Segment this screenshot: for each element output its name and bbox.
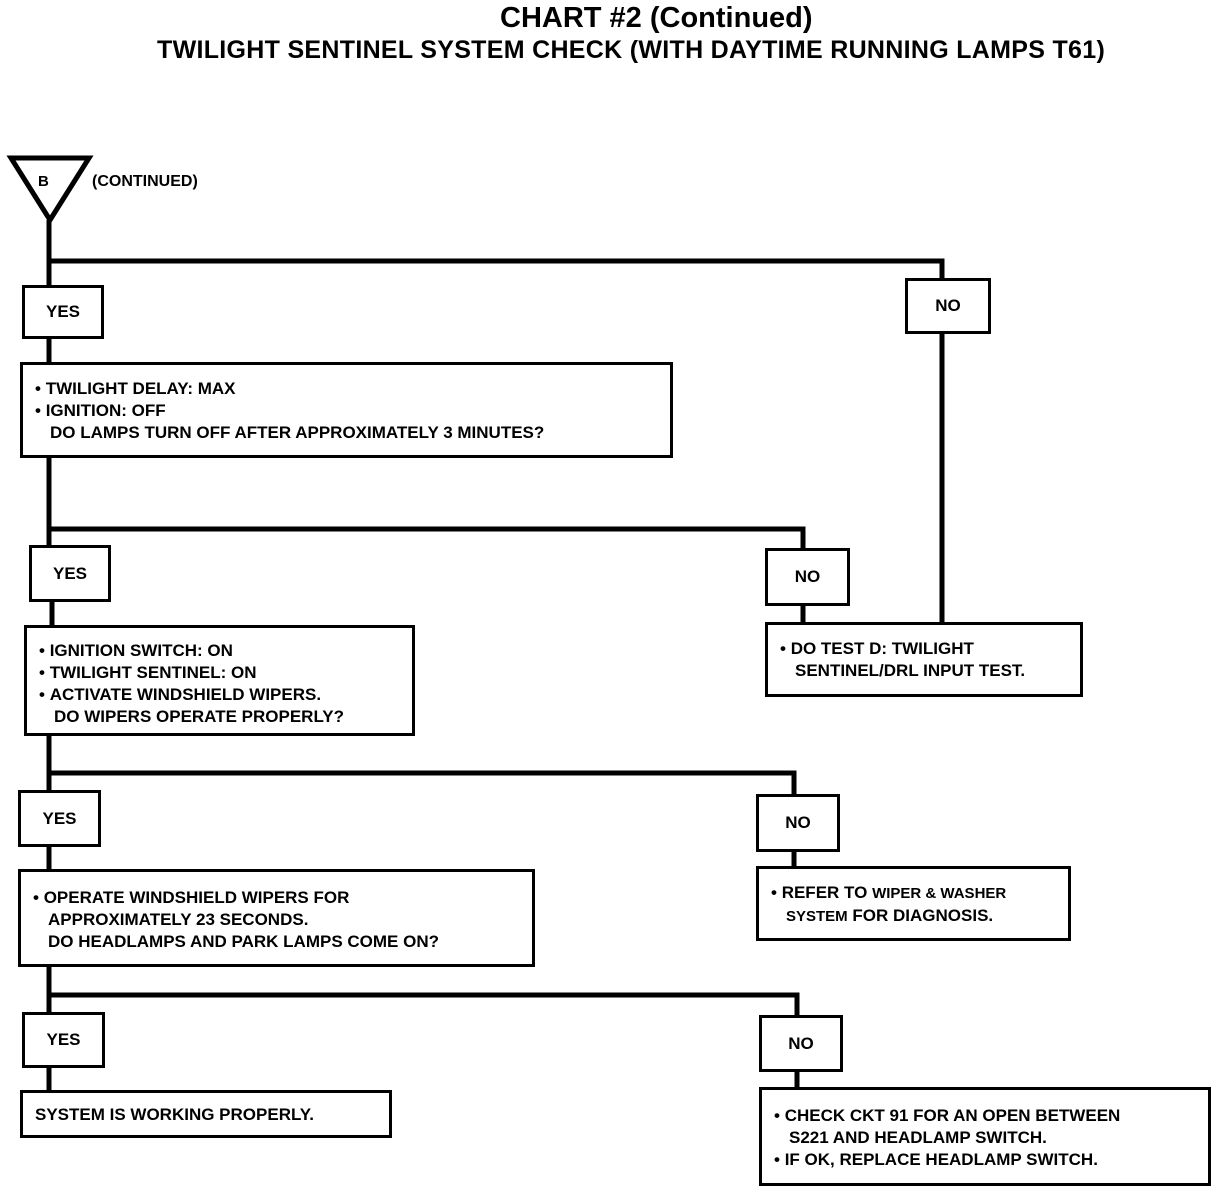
wiper-refer-box: REFER TO WIPER & WASHER SYSTEM FOR DIAGN… [756, 866, 1071, 941]
system-ok-box: SYSTEM IS WORKING PROPERLY. [20, 1090, 392, 1138]
step-text: REFER TO [781, 883, 868, 902]
step-text: SENTINEL/DRL INPUT TEST. [795, 661, 1026, 680]
step-text: IGNITION SWITCH: ON [39, 640, 400, 662]
ckt91-box: CHECK CKT 91 FOR AN OPEN BETWEEN S221 AN… [759, 1087, 1211, 1186]
yes-label-1: YES [22, 285, 104, 339]
step-text: IGNITION: OFF [35, 400, 658, 422]
delay-check-box: TWILIGHT DELAY: MAX IGNITION: OFF DO LAM… [20, 362, 673, 458]
step-text: FOR DIAGNOSIS. [852, 906, 994, 925]
step-text: CHECK CKT 91 FOR AN OPEN BETWEEN [774, 1105, 1196, 1127]
wiper-check-box: IGNITION SWITCH: ON TWILIGHT SENTINEL: O… [24, 625, 415, 736]
wiper-run-box: OPERATE WINDSHIELD WIPERS FOR APPROXIMAT… [18, 869, 535, 967]
continued-note: (CONTINUED) [92, 173, 198, 190]
step-text: S221 AND HEADLAMP SWITCH. [789, 1128, 1047, 1147]
continuation-connector-triangle [6, 155, 94, 225]
yes-label-4: YES [22, 1012, 105, 1068]
step-question: DO LAMPS TURN OFF AFTER APPROXIMATELY 3 … [50, 423, 545, 442]
no-label-3: NO [756, 794, 840, 852]
step-text: TWILIGHT DELAY: MAX [35, 378, 658, 400]
step-text: SYSTEM [786, 908, 848, 925]
step-text: APPROXIMATELY 23 SECONDS. [48, 910, 309, 929]
step-text: OPERATE WINDSHIELD WIPERS FOR [33, 887, 520, 909]
yes-label-3: YES [18, 790, 101, 847]
yes-label-2: YES [29, 545, 111, 602]
step-text: DO TEST D: TWILIGHT [780, 638, 1068, 660]
step-text: IF OK, REPLACE HEADLAMP SWITCH. [774, 1149, 1196, 1171]
chart-subtitle: TWILIGHT SENTINEL SYSTEM CHECK (WITH DAY… [157, 36, 1106, 64]
test-d-box: DO TEST D: TWILIGHT SENTINEL/DRL INPUT T… [765, 622, 1083, 697]
step-question: DO WIPERS OPERATE PROPERLY? [54, 707, 344, 726]
no-label-4: NO [759, 1015, 843, 1072]
no-label-1: NO [905, 278, 991, 334]
step-text: TWILIGHT SENTINEL: ON [39, 662, 400, 684]
step-text: SYSTEM IS WORKING PROPERLY. [35, 1105, 314, 1124]
step-text: WIPER & WASHER [872, 885, 1007, 902]
step-text: ACTIVATE WINDSHIELD WIPERS. [39, 684, 400, 706]
chart-title: CHART #2 (Continued) [500, 2, 813, 34]
step-question: DO HEADLAMPS AND PARK LAMPS COME ON? [48, 932, 439, 951]
connector-label: B [38, 173, 49, 190]
no-label-2: NO [765, 548, 850, 606]
